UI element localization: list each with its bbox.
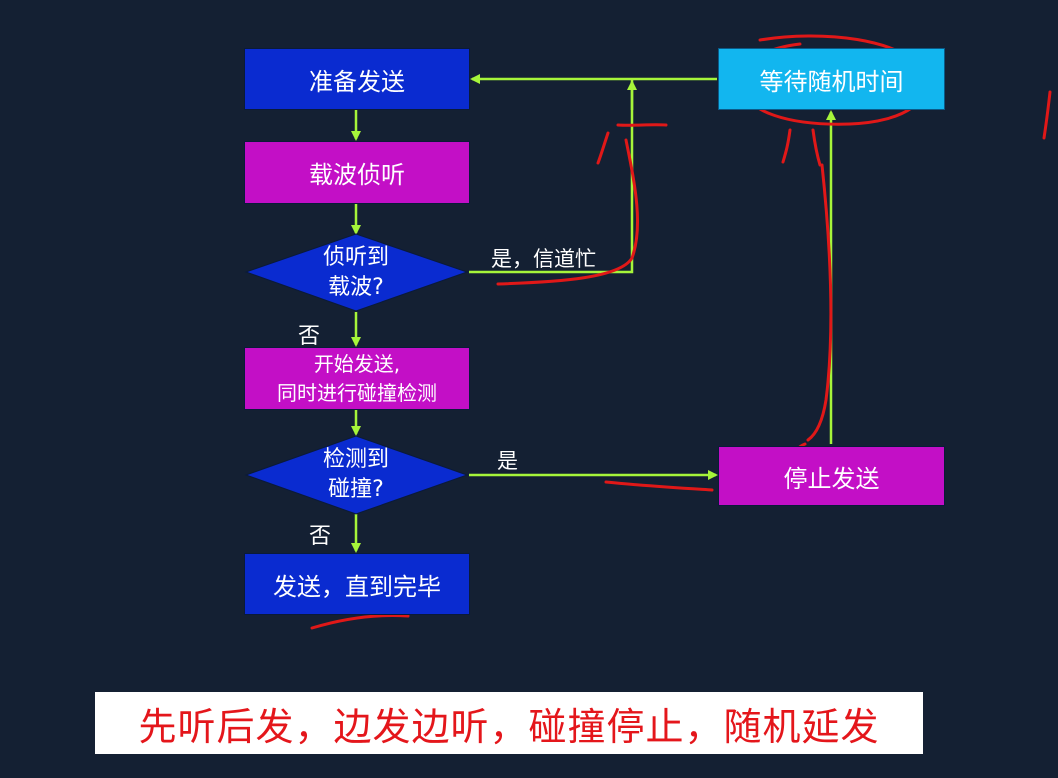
annotation-stroke-right-edge (1042, 90, 1052, 140)
annotation-trace-busy-loop (496, 138, 640, 286)
process-wait-random-time-label: 等待随机时间 (759, 67, 904, 96)
process-stop-send-label: 停止发送 (783, 464, 880, 493)
decision-carrier-detected-line1: 侦听到 (322, 245, 389, 270)
process-start-send-line2: 同时进行碰撞检测 (277, 380, 437, 405)
annotation-tick-busy-left (596, 131, 610, 165)
process-wait-random-time: 等待随机时间 (718, 48, 945, 110)
label-no-carrier: 否 (298, 324, 321, 349)
decision-collision-detected: 检测到 碰撞? (276, 444, 436, 506)
annotation-stroke-wait-right (811, 128, 822, 167)
process-send-until-done-label: 发送，直到完毕 (273, 572, 441, 601)
process-carrier-sense: 载波侦听 (244, 141, 470, 204)
annotation-stroke-wait-left (781, 128, 792, 164)
decision-collision-detected-shape (244, 435, 469, 515)
process-prepare-send: 准备发送 (244, 48, 470, 110)
label-no-collision: 否 (309, 524, 332, 549)
decision-collision-detected-line2: 碰撞? (328, 477, 384, 502)
summary-caption-text: 先听后发，边发边听，碰撞停止，随机延发 (138, 704, 880, 749)
process-start-send: 开始发送, 同时进行碰撞检测 (244, 347, 470, 410)
annotation-trace-stop-loop (806, 163, 833, 442)
process-start-send-line1: 开始发送, (313, 351, 401, 376)
annotation-underline-collision (604, 480, 714, 492)
label-yes-collision: 是 (497, 449, 518, 473)
process-stop-send: 停止发送 (718, 446, 945, 506)
process-send-until-done: 发送，直到完毕 (244, 553, 470, 615)
decision-carrier-detected-shape (244, 233, 469, 312)
decision-carrier-detected: 侦听到 载波? (276, 242, 436, 304)
decision-collision-detected-line1: 检测到 (322, 447, 389, 472)
decision-carrier-detected-line2: 载波? (328, 275, 384, 300)
process-prepare-send-label: 准备发送 (309, 67, 405, 96)
summary-caption: 先听后发，边发边听，碰撞停止，随机延发 (95, 692, 923, 754)
label-yes-channel-busy: 是，信道忙 (491, 247, 596, 271)
annotation-tick-busy-top (616, 123, 668, 127)
annotation-underline-done (310, 614, 410, 630)
arrow-busy-loop (469, 80, 634, 274)
process-carrier-sense-label: 载波侦听 (309, 161, 405, 189)
